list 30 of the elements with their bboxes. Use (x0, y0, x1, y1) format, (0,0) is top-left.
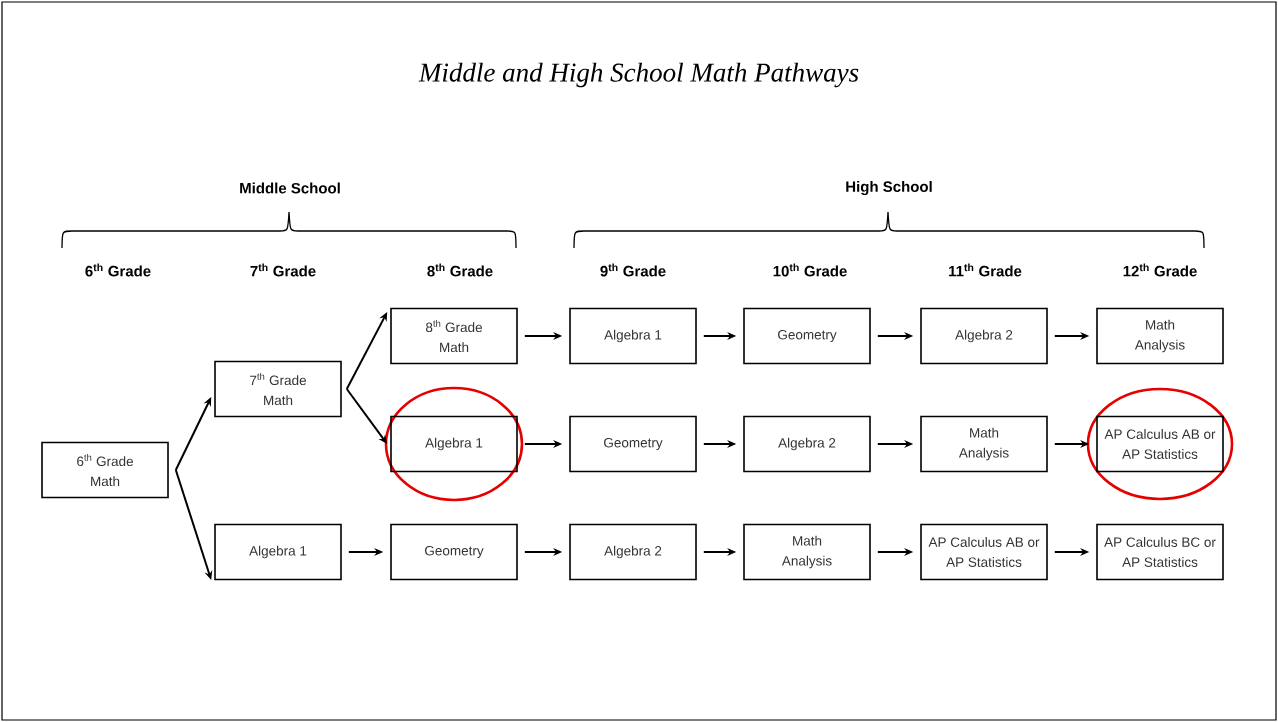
course-box: Geometry (390, 523, 518, 581)
course-box: Algebra 1 (390, 415, 518, 473)
course-box: Math Analysis (1096, 307, 1224, 365)
title: Middle and High School Math Pathways (418, 62, 859, 88)
course-box: Geometry (569, 415, 697, 473)
course-box: Algebra 2 (920, 307, 1048, 365)
course-box: AP Calculus BC or AP Statistics (1096, 523, 1224, 581)
course-box: Algebra 2 (569, 523, 697, 581)
column-heading: 9$^{th}$ Grade (600, 263, 666, 277)
column-heading: Middle School (240, 182, 340, 194)
arrow (174, 397, 212, 471)
column-heading: 11$^{th}$ Grade (949, 263, 1022, 277)
column-heading: 12$^{th}$ Grade (1123, 263, 1197, 277)
column-heading: 10$^{th}$ Grade (773, 263, 847, 277)
course-box: 8$^{th}$ Grade Math (390, 307, 518, 365)
column-heading: 8$^{th}$ Grade (427, 263, 493, 277)
course-box: Geometry (743, 307, 871, 365)
arrow (345, 312, 388, 390)
column-heading: High School (846, 180, 932, 195)
column-heading: 6$^{th}$ Grade (85, 263, 151, 277)
course-box: Algebra 2 (743, 415, 871, 473)
course-box: 6$^{th}$ Grade Math (41, 441, 169, 499)
course-box: AP Calculus AB or AP Statistics (920, 523, 1048, 581)
course-box: Algebra 1 (214, 523, 342, 581)
course-box: Math Analysis (920, 415, 1048, 473)
column-heading: 7$^{th}$ Grade (250, 263, 316, 277)
course-box: Algebra 1 (569, 307, 697, 365)
course-box: AP Calculus AB or AP Statistics (1096, 415, 1224, 473)
course-box: Math Analysis (743, 523, 871, 581)
course-box: 7$^{th}$ Grade Math (214, 360, 342, 418)
